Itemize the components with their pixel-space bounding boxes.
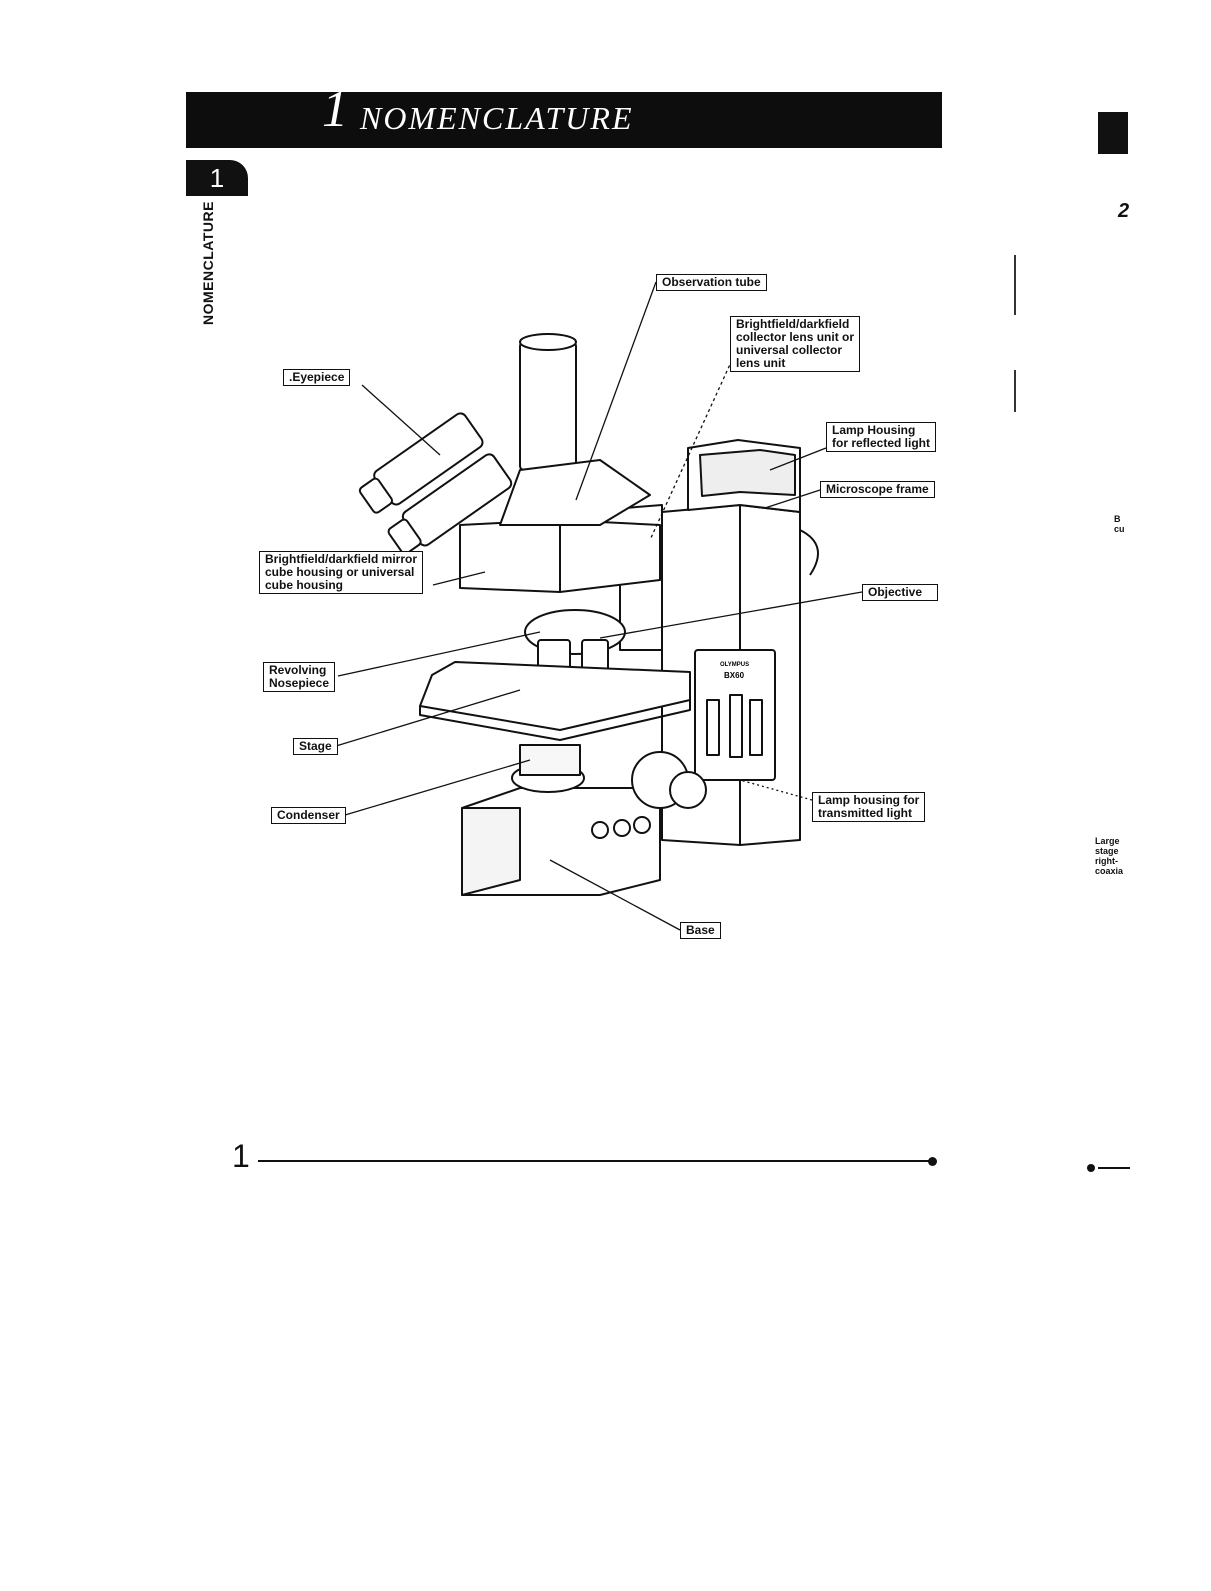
label-stage: Stage	[293, 738, 338, 755]
chapter-header-number: 1	[322, 81, 348, 138]
label-eyepiece: .Eyepiece	[283, 369, 351, 386]
adjacent-page-fragment-top: 2	[1118, 200, 1130, 222]
label-condenser: Condenser	[271, 807, 346, 824]
page-number: 1	[232, 1138, 250, 1174]
illustration-model: BX60	[724, 671, 745, 680]
footer-rule	[258, 1160, 932, 1162]
label-mirror-cube-housing: Brightfield/darkfield mirror cube housin…	[259, 551, 424, 594]
label-microscope-frame: Microscope frame	[820, 481, 935, 498]
label-base: Base	[680, 922, 721, 939]
adjacent-page-footer-rule	[1098, 1167, 1130, 1169]
label-lamp-housing-reflected: Lamp Housing for reflected light	[826, 422, 937, 452]
label-collector-lens-unit: Brightfield/darkfield collector lens uni…	[730, 316, 861, 372]
adjacent-page-header-block	[1098, 112, 1128, 154]
illustration-brand: OLYMPUS	[720, 662, 749, 668]
adjacent-page-fragment-mid: B cu	[1114, 514, 1125, 534]
adjacent-page-margin-mark	[1014, 370, 1016, 412]
label-lamp-housing-transmitted: Lamp housing for transmitted light	[812, 792, 926, 822]
label-observation-tube: Observation tube	[656, 274, 767, 291]
chapter-header-bar	[186, 92, 942, 148]
adjacent-page-footer-dot	[1087, 1164, 1095, 1172]
adjacent-page-margin-mark	[1014, 255, 1016, 315]
label-revolving-nosepiece: Revolving Nosepiece	[263, 662, 336, 692]
footer-rule-end-dot	[928, 1157, 937, 1166]
label-objective: Objective	[862, 584, 938, 601]
chapter-tab: 1	[186, 160, 248, 196]
chapter-title: NOMENCLATURE	[360, 100, 634, 136]
adjacent-page-fragment-low: Large stage right- coaxia	[1095, 836, 1124, 876]
